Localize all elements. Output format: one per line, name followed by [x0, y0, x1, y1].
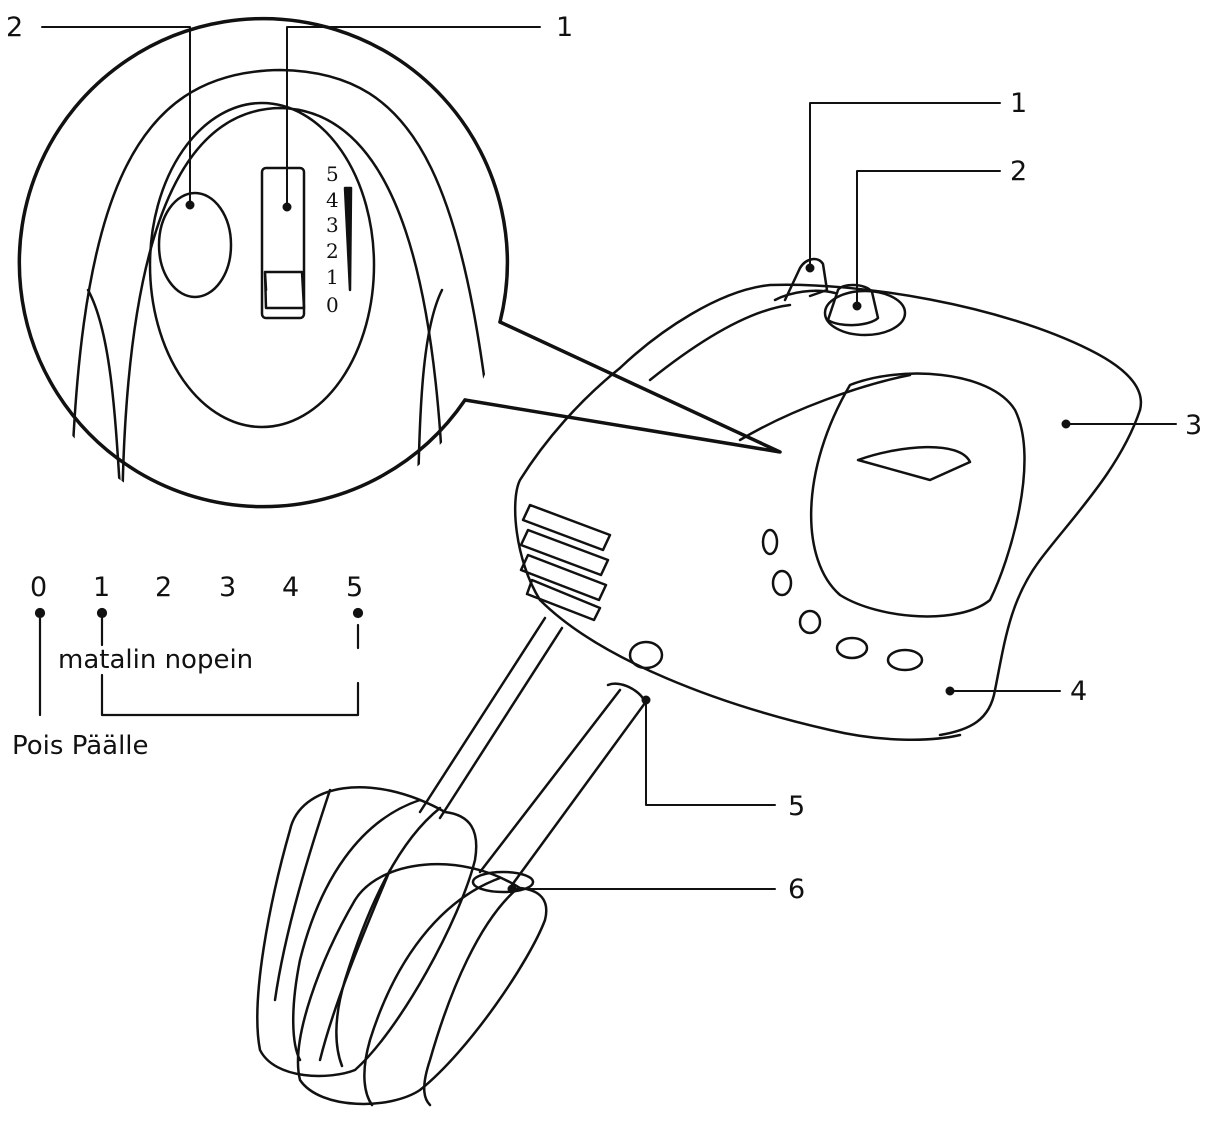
- zoom-left-curve: [86, 288, 122, 492]
- callout-labels: 2 1 1 2 3 4 5 6: [6, 12, 1202, 905]
- zoom-leader-1-dot: [282, 202, 292, 212]
- speed-number-2: 2: [155, 572, 172, 603]
- mixer-speed-dots: [761, 528, 924, 672]
- zoom-scale-1: 1: [326, 265, 339, 289]
- label-5: 5: [788, 791, 805, 822]
- mixer-side-ridge: [738, 373, 912, 442]
- mixer-top-inner: [648, 303, 792, 382]
- speed-number-5: 5: [346, 572, 363, 603]
- mixer-handle-grip: [810, 372, 1026, 618]
- speed-number-4: 4: [282, 572, 299, 603]
- zoom-label-1: 1: [556, 12, 573, 43]
- zoom-leader-1: [286, 26, 541, 208]
- leader-5: [645, 699, 776, 806]
- leader-2: [856, 170, 1001, 307]
- mixer-underside: [538, 598, 962, 741]
- mixer-switch: [783, 257, 829, 302]
- zoom-scale-0: 0: [326, 293, 339, 317]
- mixer-front-head: [513, 366, 622, 602]
- zoom-eject-button: [157, 191, 233, 299]
- beater-hub: [471, 870, 535, 894]
- zoom-scale-4: 4: [326, 188, 339, 212]
- speed-dot-0: [34, 607, 46, 619]
- label-6: 6: [788, 874, 805, 905]
- speed-bracket: [34, 607, 364, 717]
- label-4: 4: [1070, 676, 1087, 707]
- beater-front: [296, 863, 548, 1106]
- zoom-panel-oval: [148, 101, 376, 429]
- speed-range-label: matalin nopein: [58, 645, 253, 675]
- zoom-leader-2: [41, 26, 191, 206]
- label-2: 2: [1010, 156, 1027, 187]
- label-3: 3: [1185, 410, 1202, 441]
- speed-scale: 0 1 2 3 4 5 matalin nopein Pois Päälle: [12, 572, 363, 761]
- zoom-switch-knob: [263, 270, 306, 310]
- zoom-right-curve: [416, 288, 444, 492]
- zoom-body-outer: [68, 68, 502, 524]
- main-leaders: [507, 102, 1177, 894]
- zoom-leaders: [41, 26, 541, 212]
- speed-number-0: 0: [30, 572, 47, 603]
- mixer-top-deck: [618, 283, 1143, 412]
- mixer-vents: [519, 503, 612, 622]
- speed-dot-5: [352, 607, 364, 619]
- zoom-circle-outline: [17, 16, 510, 509]
- mixer-handle-slot: [856, 445, 972, 482]
- speed-number-3: 3: [219, 572, 236, 603]
- zoom-pointer: [463, 320, 782, 454]
- beater-shafts: [418, 616, 647, 887]
- mixer-handle-outer: [938, 408, 1142, 737]
- zoom-speed-wedge: [343, 186, 353, 292]
- mixer-switch-slot: [773, 289, 837, 302]
- speed-dot-1: [96, 607, 108, 619]
- zoom-scale-2: 2: [326, 239, 339, 263]
- bracket-on-line: [100, 615, 360, 717]
- zoom-scale-5: 5: [326, 162, 339, 186]
- label-1: 1: [1010, 88, 1027, 119]
- speed-number-1: 1: [93, 572, 110, 603]
- beater-back: [256, 785, 478, 1078]
- zoom-switch-slot: [260, 166, 306, 320]
- mixer-body: [513, 257, 1143, 741]
- off-on-label: Pois Päälle: [12, 731, 149, 761]
- zoom-scale-3: 3: [326, 213, 339, 237]
- leader-1: [809, 102, 1001, 269]
- mixer-eject-recess: [823, 289, 907, 337]
- zoom-detail: [68, 68, 502, 524]
- zoom-leader-2-dot: [185, 200, 195, 210]
- mixer-lower-button: [628, 640, 664, 670]
- zoom-body-inner: [120, 106, 447, 524]
- beaters: [256, 785, 548, 1107]
- zoom-callout: 5 4 3 2 1 0: [17, 16, 782, 524]
- zoom-label-2: 2: [6, 12, 23, 43]
